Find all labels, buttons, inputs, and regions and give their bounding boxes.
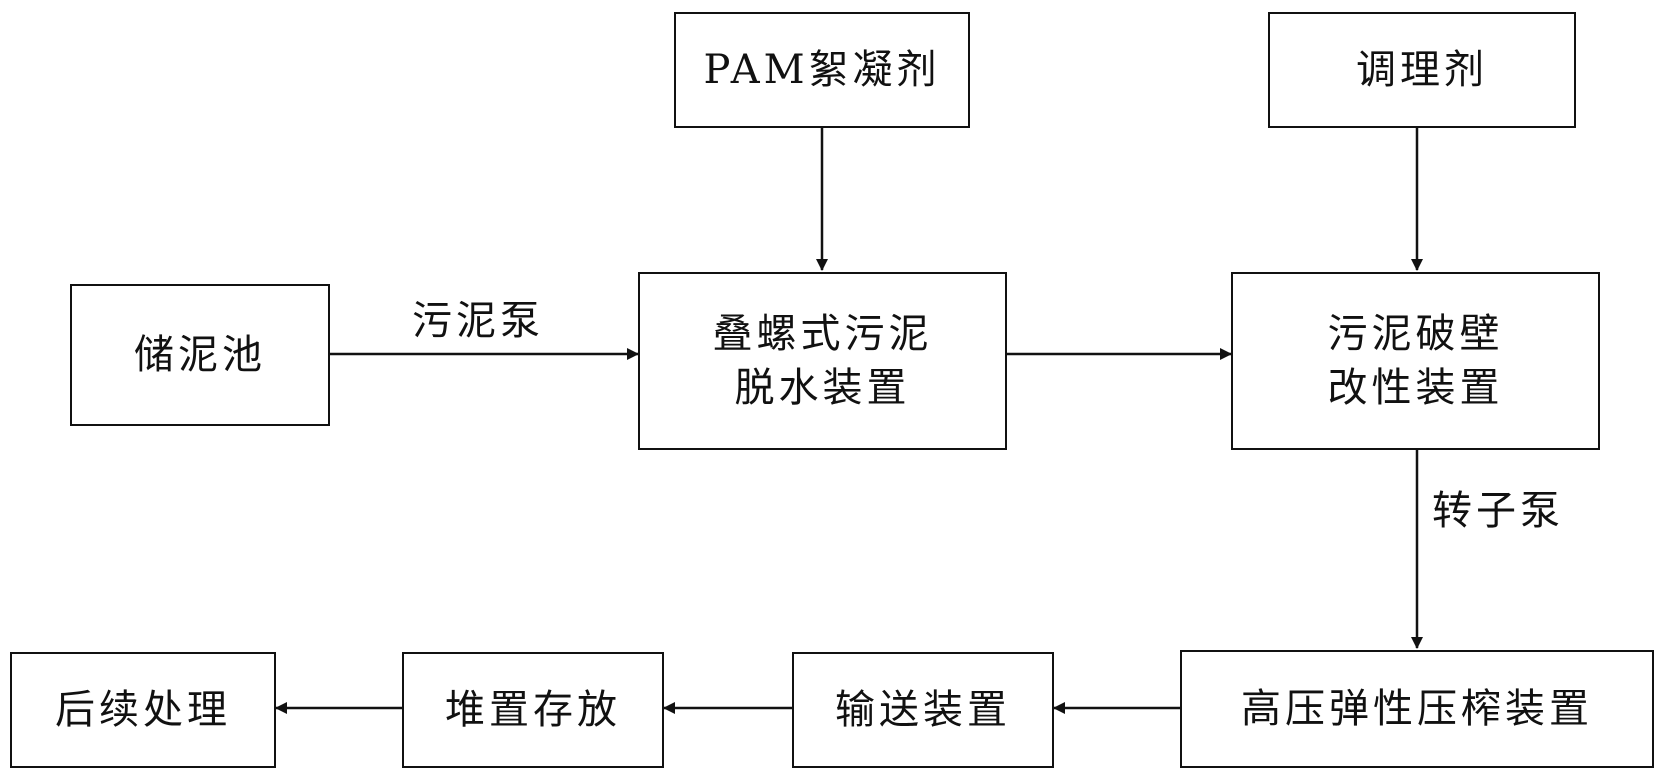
- node-cell-break-line2: 改性装置: [1327, 365, 1504, 411]
- edge-label-rotor-pump: 转子泵: [1432, 488, 1564, 534]
- node-pam-flocculant: PAM絮凝剂: [674, 12, 970, 128]
- node-cell-break: 污泥破壁 改性装置: [1231, 272, 1600, 450]
- node-follow-up-label: 后续处理: [55, 687, 231, 733]
- node-conditioner-label: 调理剂: [1356, 47, 1488, 93]
- node-screw-dewatering-line1: 叠螺式污泥: [712, 311, 933, 357]
- node-screw-dewatering: 叠螺式污泥 脱水装置: [638, 272, 1007, 450]
- node-pam-flocculant-label: PAM絮凝剂: [703, 47, 941, 93]
- node-follow-up: 后续处理: [10, 652, 276, 768]
- node-stockpile-label: 堆置存放: [445, 687, 621, 733]
- node-high-pressure-press-label: 高压弹性压榨装置: [1241, 686, 1593, 732]
- node-sludge-tank-label: 储泥池: [134, 332, 266, 378]
- node-conveyor-label: 输送装置: [835, 687, 1011, 733]
- node-conveyor: 输送装置: [792, 652, 1054, 768]
- node-stockpile: 堆置存放: [402, 652, 664, 768]
- node-cell-break-line1: 污泥破壁: [1327, 311, 1504, 357]
- node-sludge-tank: 储泥池: [70, 284, 330, 426]
- node-high-pressure-press: 高压弹性压榨装置: [1180, 650, 1654, 768]
- node-screw-dewatering-line2: 脱水装置: [734, 365, 911, 411]
- node-conditioner: 调理剂: [1268, 12, 1576, 128]
- edge-label-sludge-pump: 污泥泵: [412, 298, 544, 344]
